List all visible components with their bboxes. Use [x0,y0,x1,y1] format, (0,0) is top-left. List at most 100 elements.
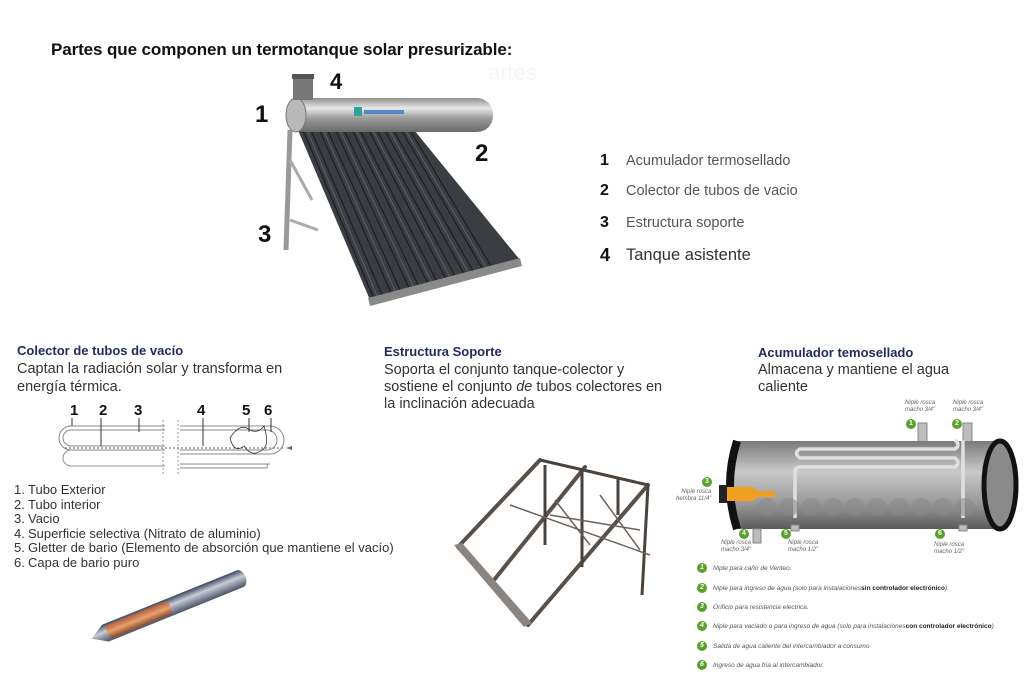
structure-section-title: Estructura Soporte [384,344,502,359]
tube-part-item: 2.Tubo interior [14,496,394,513]
tube-part-item: 6.Capa de bario puro [14,554,394,571]
legend-number: 3 [600,214,609,231]
badge: 1 [697,563,707,573]
structure-description-line2: sostiene el conjunto de tubos colectores… [384,379,662,396]
callout-4: 4 [330,69,343,94]
tube-parts-list: 1.Tubo Exterior 2.Tubo interior 3.Vacio … [14,482,394,571]
note-tail: ). [944,584,949,592]
diagram-number-3: 3 [134,402,143,419]
item-label: Tubo Exterior [28,482,106,497]
accumulator-section-title: Acumulador temosellado [758,345,914,360]
tube-part-item: 4.Superficie selectiva (Nitrato de alumi… [14,525,394,542]
note-bold: sin controlador electrónico [861,584,945,592]
legend-item-4: 4 Tanque asistente [600,245,751,266]
legend-number: 4 [600,245,611,265]
vacuum-tube-diagram [58,418,292,476]
note-bold: con controlador electrónico [905,622,992,630]
callout-2: 2 [475,140,489,167]
item-number: 6. [14,554,25,570]
label-line: macho 1/2" [934,549,965,555]
diagram-number-2: 2 [99,402,108,419]
badge-5: 5 [781,529,791,539]
solar-water-heater-image [283,74,522,306]
label-line: macho 1/2" [788,547,819,553]
vacuum-tube-photo [91,570,247,642]
note-text: Salida de agua caliente del intercambiad… [713,642,870,650]
label-line: hembra 11/4" [676,496,712,502]
diagram-number-5: 5 [242,402,251,419]
item-number: 5. [14,540,25,555]
collector-description-line1: Captan la radiación solar y transforma e… [17,361,283,377]
tube-part-item: 1.Tubo Exterior [14,482,394,498]
label-line: Niple rosca [934,542,965,548]
legend-item-3: 3 Estructura soporte [600,214,744,232]
label-line: macho 3/4" [721,547,752,553]
legend-number: 2 [600,182,609,199]
badge-2: 2 [952,419,962,429]
legend-item-1: 1 Acumulador termosellado [600,152,790,170]
badge: 4 [697,621,707,631]
item-number: 1. [14,482,25,497]
note-1: 1 Niple para caño de Venteo. [697,563,792,573]
structure-description-line1: Soporta el conjunto tanque-colector y [384,362,625,378]
badge: 3 [697,602,707,612]
note-text: Niple para vaciado o para ingreso de agu… [713,622,906,630]
callout-1: 1 [255,101,269,128]
note-tail: ) [991,622,994,630]
label-line: macho 3/4" [905,407,936,413]
legend-label: Acumulador termosellado [626,153,791,169]
item-label: Tubo interior [28,496,101,512]
brand-logo-icon [354,107,362,116]
tube-part-item: 5.Gletter de bario (Elemento de absorció… [14,540,394,556]
note-2: 2 Niple para ingreso de agua (solo para i… [697,583,949,593]
accumulator-tank-diagram [719,422,1019,544]
label-line: Niple rosca [953,400,984,406]
legend-item-2: 2 Colector de tubos de vacio [600,182,798,200]
diagram-number-4: 4 [197,402,206,419]
item-label: Vacio [28,511,60,526]
text-part: sostiene el conjunto [384,379,517,395]
badge: 2 [697,583,707,593]
collector-description-line2: energía térmica. [17,379,122,395]
badge-1: 1 [906,419,916,429]
item-label: Capa de bario puro [28,554,140,570]
collector-section-title: Colector de tubos de vacío [17,343,184,358]
support-structure-image [454,458,651,627]
item-number: 2. [14,496,25,512]
item-label: Superficie selectiva (Nitrato de alumini… [28,525,261,541]
ghost-text: artes [488,60,537,85]
badge-4: 4 [739,529,749,539]
note-4: 4 Niple para vaciado o para ingreso de ag… [697,621,994,631]
tube-part-item: 3.Vacio [14,511,394,527]
accumulator-description-line1: Almacena y mantiene el agua [758,362,950,378]
diagram-number-1: 1 [70,402,79,419]
legend-label: Colector de tubos de vacio [626,183,798,199]
legend-label: Estructura soporte [626,215,745,231]
item-label: Gletter de bario (Elemento de absorción … [28,540,394,555]
text-part: tubos colectores en [532,379,663,395]
label-line: Niple rosca [788,540,819,546]
page-title: Partes que componen un termotanque solar… [51,40,513,59]
badge: 5 [697,641,707,651]
text-emphasis: de [516,379,533,395]
legend-label: Tanque asistente [626,246,751,264]
note-text: Niple para ingreso de agua (solo para in… [713,584,862,592]
badge-3: 3 [702,477,712,487]
legend-number: 1 [600,152,609,169]
item-number: 3. [14,511,25,526]
label-line: Niple rosca [721,540,752,546]
callout-3: 3 [258,221,272,248]
diagram-number-6: 6 [264,402,273,419]
label-line: Niple rosca [905,400,936,406]
structure-description-line3: la inclinación adecuada [384,396,535,412]
note-text: Niple para caño de Venteo. [713,564,792,572]
label-line: macho 3/4" [953,407,984,413]
label-line: Niple rosca [681,489,712,495]
